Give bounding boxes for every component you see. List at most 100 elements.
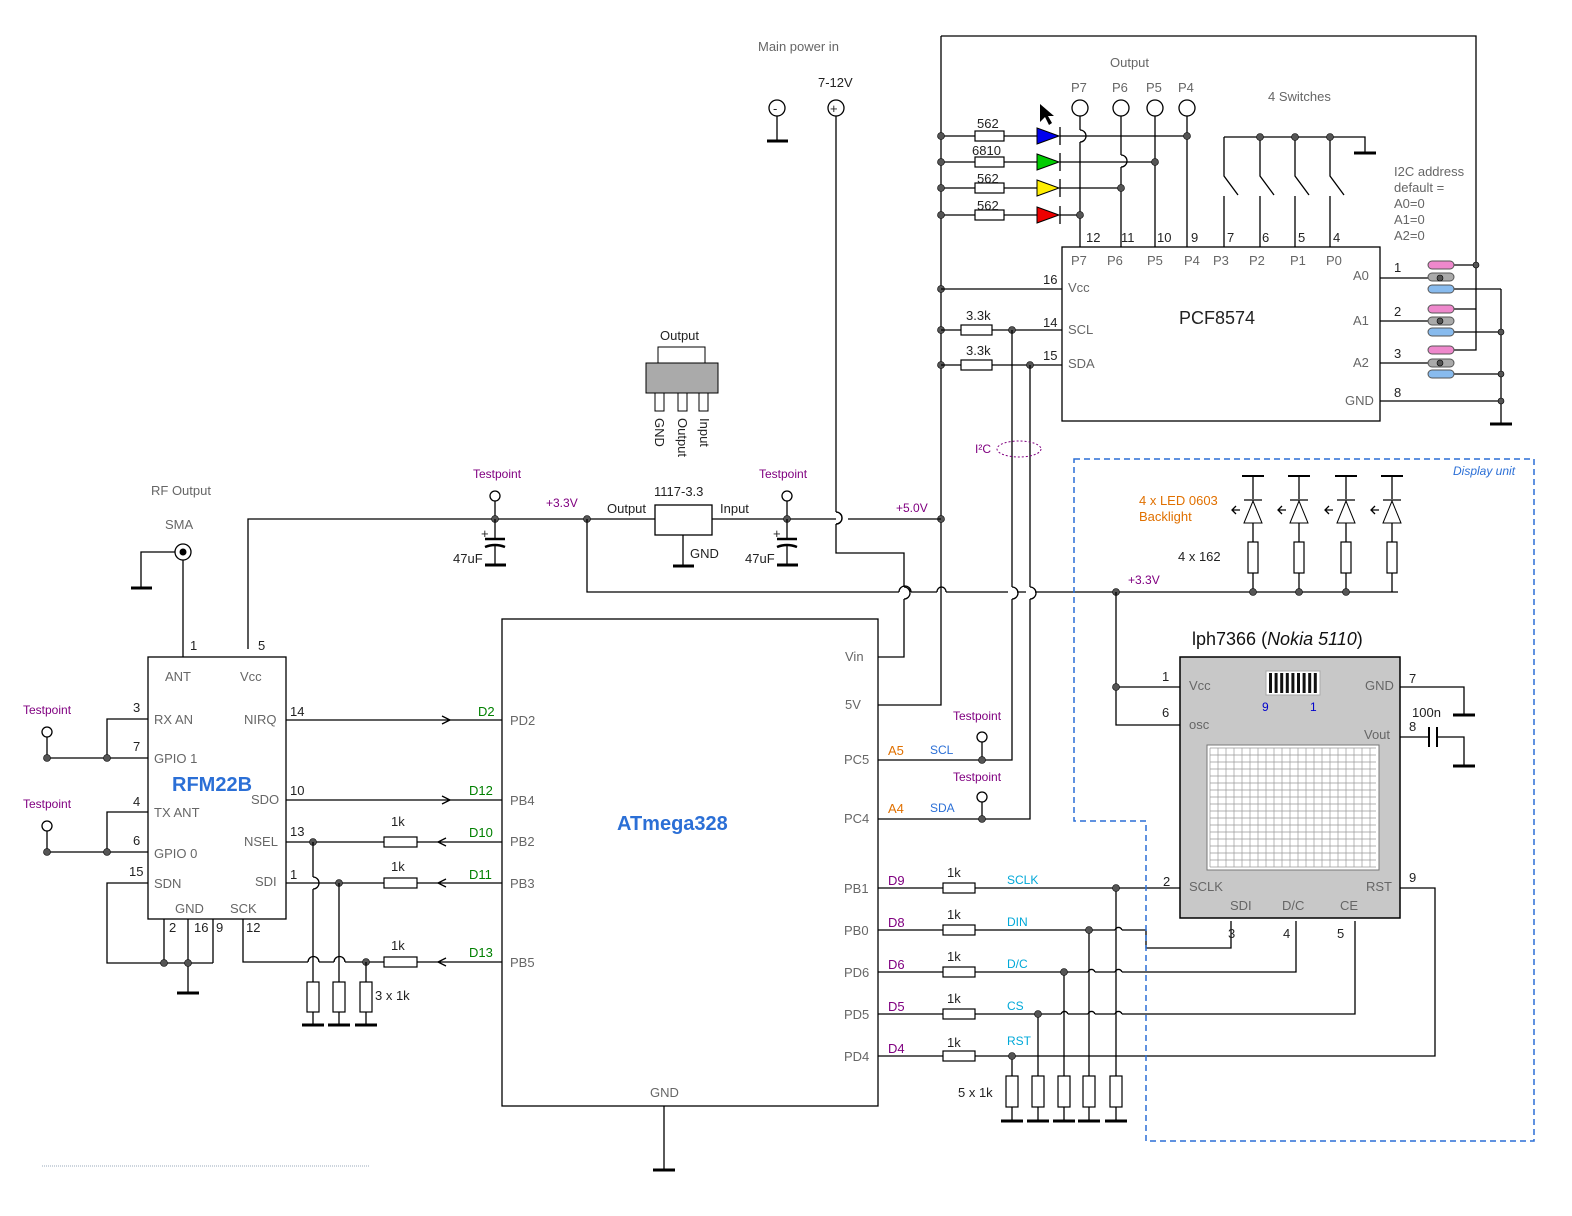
svg-text:PB4: PB4 <box>510 793 535 808</box>
svg-text:A1: A1 <box>1353 313 1369 328</box>
i2c-pullups: 3.3k 3.3k <box>941 308 1062 371</box>
i2c-address-note: I2C address default = A0=0 A1=0 A2=0 <box>1394 164 1465 243</box>
main-power-label: Main power in <box>758 39 839 54</box>
rfm22b-pins: ANT Vcc 1 5 RX AN 3 GPIO 1 7 TX ANT 4 GP… <box>129 638 304 935</box>
output-pin-p6: P6 <box>1112 80 1130 117</box>
supply-rail-wire <box>247 518 941 649</box>
svg-text:A0: A0 <box>1353 268 1369 283</box>
testpoint-3v3: Testpoint <box>473 467 522 523</box>
svg-text:ANT: ANT <box>165 669 191 684</box>
lcd-connector: 9 1 <box>1262 670 1321 714</box>
svg-text:9: 9 <box>1409 870 1416 885</box>
lcd-pins: Vcc 1 osc 6 GND 7 Vout 8 SCLK 2 RST 9 SD… <box>1162 669 1416 941</box>
svg-text:A2: A2 <box>1353 355 1369 370</box>
svg-text:5: 5 <box>1337 926 1344 941</box>
svg-text:1: 1 <box>1162 669 1169 684</box>
atmega328-chip <box>501 618 879 1107</box>
svg-text:default =: default = <box>1394 180 1444 195</box>
regulator-package: Output GND Output Input <box>645 328 719 457</box>
capacitor-47uf-right: + 47uF <box>745 519 798 567</box>
svg-text:D5: D5 <box>888 999 905 1014</box>
svg-text:1k: 1k <box>947 991 961 1006</box>
svg-text:Vout: Vout <box>1364 727 1390 742</box>
svg-text:3.3k: 3.3k <box>966 308 991 323</box>
svg-text:10: 10 <box>1157 230 1171 245</box>
rf-output-label: RF Output <box>151 483 211 498</box>
svg-text:SCLK: SCLK <box>1007 873 1038 887</box>
svg-text:GND: GND <box>652 418 667 447</box>
backlight-label-2: Backlight <box>1139 509 1192 524</box>
svg-text:P7: P7 <box>1071 253 1087 268</box>
svg-text:8: 8 <box>1409 719 1416 734</box>
svg-text:PD2: PD2 <box>510 713 535 728</box>
svg-text:1k: 1k <box>947 865 961 880</box>
svg-text:Vcc: Vcc <box>240 669 262 684</box>
svg-text:2: 2 <box>169 920 176 935</box>
svg-text:Vin: Vin <box>845 649 864 664</box>
svg-text:1: 1 <box>190 638 197 653</box>
svg-text:5V: 5V <box>845 697 861 712</box>
i2c-bus-wires <box>878 330 1031 820</box>
svg-text:Input: Input <box>697 418 712 447</box>
backlight-leds <box>1112 475 1403 596</box>
svg-text:D4: D4 <box>888 1041 905 1056</box>
sma-connector <box>131 543 192 657</box>
svg-text:1k: 1k <box>391 938 405 953</box>
svg-text:Testpoint: Testpoint <box>953 770 1002 784</box>
switch-bank <box>1223 133 1376 247</box>
svg-text:10: 10 <box>290 783 304 798</box>
svg-text:D11: D11 <box>469 867 492 882</box>
pcf8574-top-pins: P7 P6 P5 P4 P3 P2 P1 P0 12 11 10 9 7 6 5… <box>1071 230 1342 268</box>
svg-text:+: + <box>773 526 781 541</box>
svg-text:Vcc: Vcc <box>1189 678 1211 693</box>
pcf8574-chip <box>1061 246 1381 422</box>
svg-text:562: 562 <box>977 116 999 131</box>
svg-text:PC4: PC4 <box>844 811 869 826</box>
svg-text:A0=0: A0=0 <box>1394 196 1425 211</box>
svg-text:PB1: PB1 <box>844 881 869 896</box>
rfm22b-ground-wires <box>106 882 214 992</box>
output-pin-p4: P4 <box>1178 80 1196 117</box>
rail-3v3-display-label: +3.3V <box>1128 573 1160 587</box>
svg-text:P6: P6 <box>1107 253 1123 268</box>
svg-text:P7: P7 <box>1071 80 1087 95</box>
svg-text:8: 8 <box>1394 385 1401 400</box>
svg-text:P0: P0 <box>1326 253 1342 268</box>
svg-text:6: 6 <box>133 833 140 848</box>
svg-text:GPIO 0: GPIO 0 <box>154 846 197 861</box>
svg-text:A2=0: A2=0 <box>1394 228 1425 243</box>
svg-text:14: 14 <box>1043 315 1057 330</box>
svg-text:Testpoint: Testpoint <box>953 709 1002 723</box>
svg-text:P3: P3 <box>1213 253 1229 268</box>
svg-text:Output: Output <box>675 418 690 457</box>
svg-text:TX ANT: TX ANT <box>154 805 200 820</box>
svg-text:6: 6 <box>1162 705 1169 720</box>
svg-text:D2: D2 <box>478 704 495 719</box>
svg-text:Vcc: Vcc <box>1068 280 1090 295</box>
svg-text:PB0: PB0 <box>844 923 869 938</box>
power-plus-terminal: + <box>827 99 845 117</box>
rfm-atmega-links: 1k 1k 1k 3 x 1k <box>242 715 502 1027</box>
svg-text:PD4: PD4 <box>844 1049 869 1064</box>
svg-text:7: 7 <box>1409 671 1416 686</box>
svg-text:4: 4 <box>1283 926 1290 941</box>
svg-text:RX AN: RX AN <box>154 712 193 727</box>
svg-text:1k: 1k <box>947 949 961 964</box>
svg-text:NIRQ: NIRQ <box>244 712 277 727</box>
vin-wire <box>835 116 905 658</box>
svg-text:562: 562 <box>977 171 999 186</box>
svg-text:RST: RST <box>1007 1034 1032 1048</box>
testpoint-5v: Testpoint <box>759 467 808 523</box>
svg-text:16: 16 <box>194 920 208 935</box>
svg-text:+: + <box>830 101 838 116</box>
svg-text:14: 14 <box>290 704 304 719</box>
svg-text:2: 2 <box>1394 304 1401 319</box>
svg-text:SCK: SCK <box>230 901 257 916</box>
svg-text:SDN: SDN <box>154 876 181 891</box>
display-unit-label: Display unit <box>1453 464 1516 478</box>
pcf8574-left-pins: Vcc 16 SCL 14 SDA 15 <box>941 272 1095 371</box>
svg-text:3: 3 <box>1228 926 1235 941</box>
svg-text:15: 15 <box>129 864 143 879</box>
svg-text:D10: D10 <box>469 825 493 840</box>
